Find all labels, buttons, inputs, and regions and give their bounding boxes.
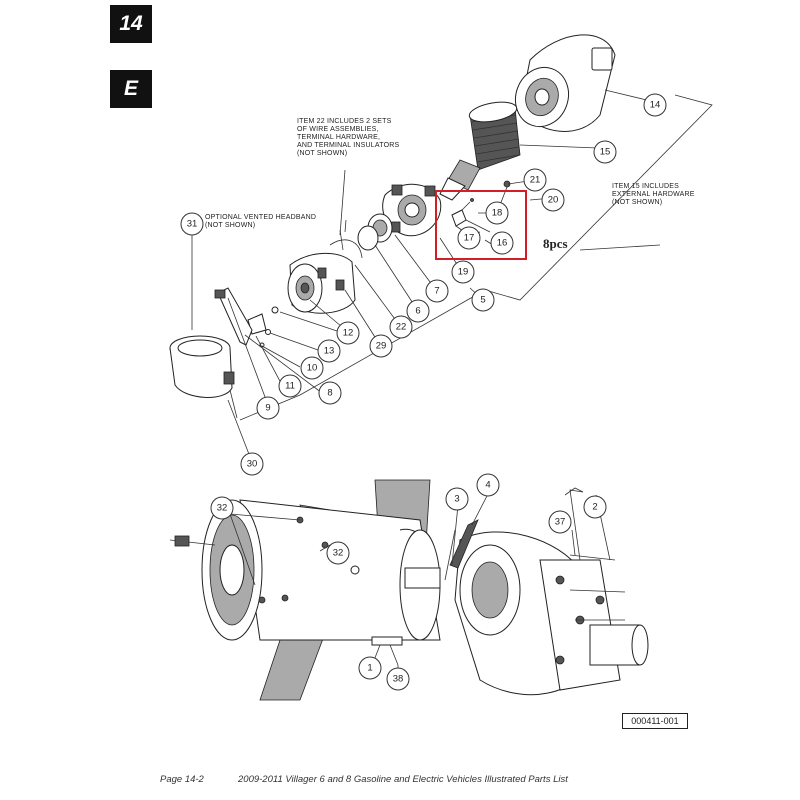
callout-10: 10 <box>300 356 324 380</box>
callout-37: 37 <box>548 510 572 534</box>
svg-text:9: 9 <box>265 403 270 414</box>
callout-17: 17 <box>457 226 481 250</box>
callout-13: 13 <box>317 339 341 363</box>
svg-text:38: 38 <box>393 674 404 685</box>
callout-7: 7 <box>425 279 449 303</box>
svg-text:2: 2 <box>592 502 597 513</box>
callout-16: 16 <box>490 231 514 255</box>
callout-31: 31 <box>180 212 204 236</box>
callout-list: 14 15 21 20 18 17 16 19 7 5 6 22 12 13 1… <box>180 93 667 691</box>
callout-38: 38 <box>386 667 410 691</box>
svg-text:18: 18 <box>492 208 503 219</box>
svg-text:17: 17 <box>464 233 475 244</box>
callout-19: 19 <box>451 260 475 284</box>
footer-title: 2009-2011 Villager 6 and 8 Gasoline and … <box>238 774 568 785</box>
svg-text:11: 11 <box>285 381 295 392</box>
svg-text:29: 29 <box>376 341 387 352</box>
svg-text:12: 12 <box>343 328 354 339</box>
svg-text:1: 1 <box>367 663 372 674</box>
callout-11: 11 <box>278 374 302 398</box>
section-letter-tab: E <box>110 70 152 108</box>
svg-text:37: 37 <box>555 517 566 528</box>
callout-5: 5 <box>471 288 495 312</box>
svg-text:15: 15 <box>600 147 611 158</box>
drawing-number: 000411-001 <box>622 713 688 729</box>
svg-text:14: 14 <box>650 100 661 111</box>
callout-32-a: 32 <box>210 496 234 520</box>
callout-15: 15 <box>593 140 617 164</box>
svg-text:10: 10 <box>307 363 318 374</box>
note-item-22: ITEM 22 INCLUDES 2 SETS OF WIRE ASSEMBLI… <box>297 118 400 157</box>
svg-text:21: 21 <box>530 175 541 186</box>
motor-installed-view <box>169 479 649 701</box>
svg-text:19: 19 <box>458 267 469 278</box>
callout-32-b: 32 <box>326 541 350 565</box>
svg-text:20: 20 <box>548 195 559 206</box>
callout-1: 1 <box>358 656 382 680</box>
note-item-31: OPTIONAL VENTED HEADBAND (NOT SHOWN) <box>205 214 317 229</box>
svg-text:22: 22 <box>396 322 407 333</box>
page-number-tab: 14 <box>110 5 152 43</box>
svg-text:13: 13 <box>324 346 335 357</box>
svg-text:3: 3 <box>454 494 459 505</box>
callout-14: 14 <box>643 93 667 117</box>
armature <box>439 101 521 201</box>
callout-4: 4 <box>476 473 500 497</box>
callout-30: 30 <box>240 452 264 476</box>
footer-page-number: Page 14-2 <box>160 774 204 785</box>
bearing-ring <box>357 213 393 251</box>
callout-18: 18 <box>485 201 509 225</box>
svg-text:7: 7 <box>434 286 439 297</box>
svg-text:6: 6 <box>415 306 420 317</box>
svg-text:16: 16 <box>497 238 508 249</box>
svg-text:8: 8 <box>327 388 332 399</box>
callout-20: 20 <box>541 188 565 212</box>
callout-22: 22 <box>389 315 413 339</box>
callout-2: 2 <box>583 495 607 519</box>
highlight-box <box>435 190 527 260</box>
svg-text:31: 31 <box>187 219 198 230</box>
note-item-15: ITEM 15 INCLUDES EXTERNAL HARDWARE (NOT … <box>612 183 695 206</box>
page-footer: Page 14-2 2009-2011 Villager 6 and 8 Gas… <box>0 770 800 790</box>
headband <box>169 335 235 398</box>
callout-9: 9 <box>256 396 280 420</box>
svg-text:5: 5 <box>480 295 485 306</box>
callout-21: 21 <box>523 168 547 192</box>
svg-text:4: 4 <box>485 480 490 491</box>
callout-8: 8 <box>318 381 342 405</box>
motor-end-cap <box>515 34 616 132</box>
callout-29: 29 <box>369 334 393 358</box>
svg-text:30: 30 <box>247 459 258 470</box>
quantity-label: 8pcs <box>543 236 568 251</box>
svg-text:32: 32 <box>217 503 228 514</box>
callout-3: 3 <box>445 487 469 511</box>
callout-6: 6 <box>406 299 430 323</box>
svg-text:32: 32 <box>333 548 344 559</box>
field-housing <box>287 219 363 314</box>
brush-assembly <box>451 198 491 237</box>
callout-12: 12 <box>336 321 360 345</box>
